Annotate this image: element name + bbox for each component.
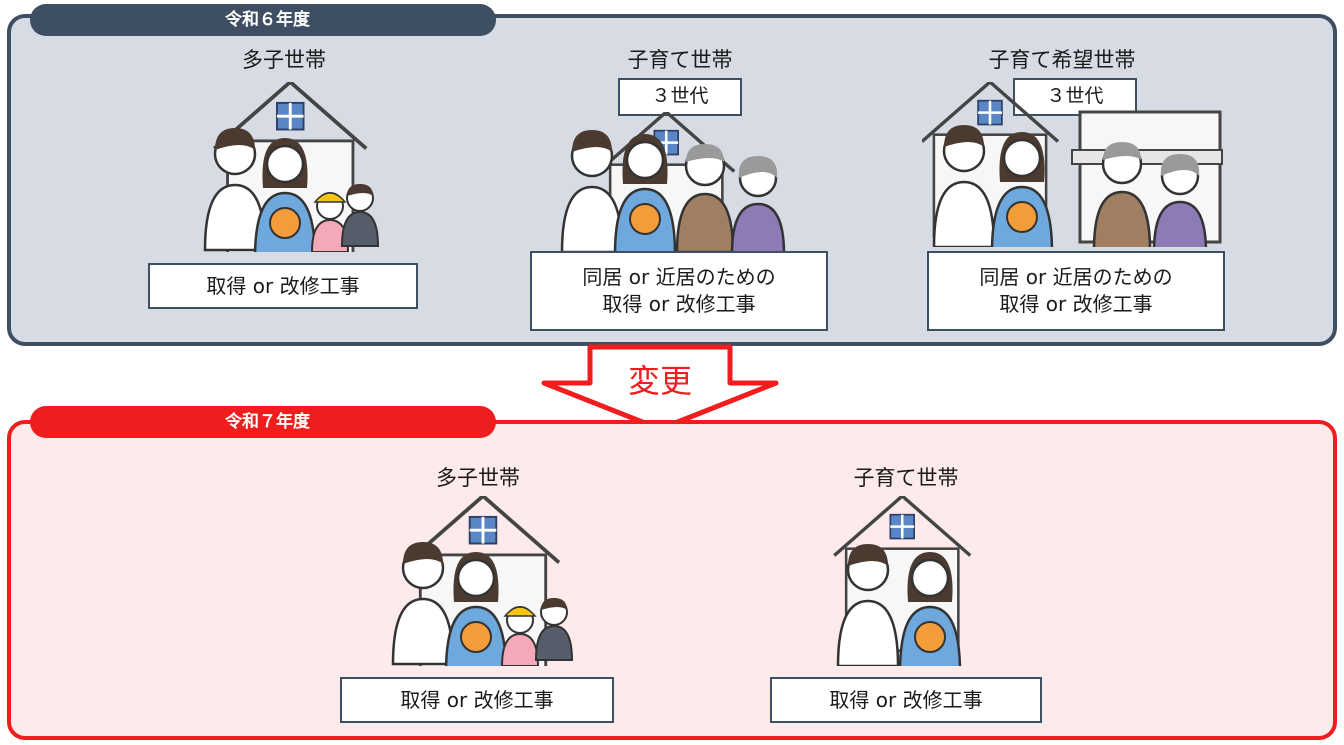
r7-col1-box: 取得 or 改修工事 xyxy=(340,677,614,723)
many-children-family-illustration xyxy=(203,82,379,252)
r6-tab: 令和６年度 xyxy=(30,4,496,36)
r7-col2-box: 取得 or 改修工事 xyxy=(770,677,1042,723)
r7-panel xyxy=(7,420,1337,740)
r6-col2-title: 子育て世帯 xyxy=(627,48,733,72)
child-rearing-family-illustration xyxy=(832,496,972,666)
three-generation-family-illustration xyxy=(560,112,786,252)
r7-col1-title: 多子世帯 xyxy=(436,466,520,490)
r7-col2-title: 子育て世帯 xyxy=(853,466,959,490)
r6-col3-box: 同居 or 近居のための取得 or 改修工事 xyxy=(927,251,1225,331)
change-label: 変更 xyxy=(627,362,692,400)
r6-col3-title: 子育て希望世帯 xyxy=(988,48,1136,72)
r6-col2-generation-tag: ３世代 xyxy=(618,78,742,116)
hopeful-family-three-generation-illustration xyxy=(922,82,1223,247)
r6-col1-title: 多子世帯 xyxy=(242,48,326,72)
many-children-family-illustration xyxy=(391,496,573,666)
r6-col3-generation-tag: ３世代 xyxy=(1013,78,1137,116)
r6-col2-box: 同居 or 近居のための取得 or 改修工事 xyxy=(530,251,828,331)
change-arrow-icon xyxy=(541,344,779,432)
r6-col1-box: 取得 or 改修工事 xyxy=(148,263,418,309)
r7-tab: 令和７年度 xyxy=(30,406,496,438)
